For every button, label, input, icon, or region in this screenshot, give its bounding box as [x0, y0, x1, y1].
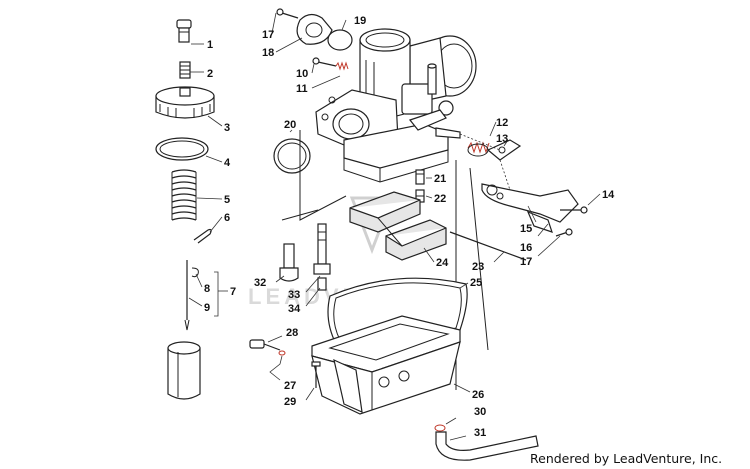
callout-33: 33 — [288, 289, 300, 301]
callout-8: 8 — [204, 283, 210, 295]
callout-29: 29 — [284, 396, 296, 408]
part-19-o-ring — [327, 29, 353, 51]
part-3-top-cap — [155, 86, 215, 119]
callout-16: 16 — [520, 242, 532, 254]
callout-4: 4 — [224, 157, 231, 169]
callout-3: 3 — [224, 122, 230, 134]
callout-26: 26 — [472, 389, 484, 401]
callout-34: 34 — [288, 303, 301, 315]
callout-20: 20 — [284, 119, 296, 131]
callout-24: 24 — [436, 257, 449, 269]
part-30-hose-clamp — [434, 424, 446, 432]
callout-21: 21 — [434, 173, 446, 185]
callout-32: 32 — [254, 277, 266, 289]
part-28-drain-screw — [249, 339, 281, 351]
part-12-throttle-spring — [467, 141, 490, 157]
callout-28: 28 — [286, 327, 298, 339]
callout-15: 15 — [520, 223, 532, 235]
part-14-screw — [560, 206, 588, 214]
callout-2: 2 — [207, 68, 213, 80]
part-4-o-ring — [155, 137, 209, 161]
callout-1: 1 — [207, 39, 213, 51]
callout-18: 18 — [262, 47, 274, 59]
part-34-main-jet — [317, 277, 327, 291]
part-29-bowl-screw — [311, 361, 321, 388]
part-21-pilot-jet — [415, 169, 425, 185]
carburetor-body — [315, 28, 477, 183]
part-24-float — [349, 191, 447, 261]
callout-19: 19 — [354, 15, 366, 27]
part-26-float-bowl — [311, 315, 461, 415]
callout-17a: 17 — [520, 256, 532, 268]
part-10-screw — [312, 57, 337, 67]
part-11-spring — [335, 61, 349, 71]
callout-27: 27 — [284, 380, 296, 392]
callout-5: 5 — [224, 194, 230, 206]
callout-17b: 17 — [262, 29, 274, 41]
callout-labels: 1 2 3 4 5 6 7 8 9 10 11 12 13 14 15 16 1… — [204, 15, 615, 439]
callout-13: 13 — [496, 133, 508, 145]
part-20-o-ring — [273, 138, 311, 174]
part-23-float-pin — [449, 231, 527, 261]
callout-9: 9 — [204, 302, 210, 314]
callout-10: 10 — [296, 68, 308, 80]
part-32-needle-jet — [279, 243, 299, 282]
callout-31: 31 — [474, 427, 486, 439]
part-18-cover-plate — [296, 13, 333, 45]
callout-6: 6 — [224, 212, 230, 224]
callout-22: 22 — [434, 193, 446, 205]
callout-7: 7 — [230, 286, 236, 298]
part-2-nut — [179, 61, 191, 79]
callout-30: 30 — [474, 406, 486, 418]
callout-14: 14 — [602, 189, 615, 201]
part-33-jet-holder — [313, 223, 331, 275]
part-6-clip — [193, 228, 212, 244]
rendered-by-credit: Rendered by LeadVenture, Inc. — [530, 451, 723, 466]
callout-12: 12 — [496, 117, 508, 129]
part-17-top-screw — [276, 8, 299, 19]
callout-11: 11 — [296, 83, 308, 95]
part-1-cap — [176, 19, 192, 43]
part-throttle-slide — [167, 341, 201, 400]
part-31-drain-hose — [435, 431, 539, 461]
part-13-lever — [486, 139, 522, 161]
part-7-needle-assembly — [184, 260, 199, 331]
part-17-arm-screw — [555, 228, 573, 237]
callout-23: 23 — [472, 261, 484, 273]
callout-25: 25 — [470, 277, 482, 289]
part-5-spring — [171, 169, 197, 221]
part-27-o-ring — [278, 350, 286, 356]
